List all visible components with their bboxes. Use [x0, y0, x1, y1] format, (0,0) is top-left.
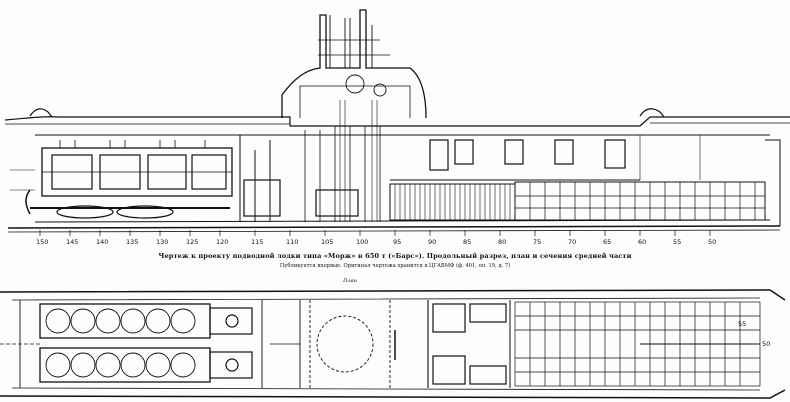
frame-scale — [39, 230, 711, 236]
frame-number: 135 — [126, 238, 138, 246]
plan-view — [0, 289, 786, 399]
frame-number: 50 — [708, 238, 716, 246]
frame-number: 110 — [286, 238, 298, 246]
frame-number: 120 — [216, 238, 228, 246]
frame-number: 150 — [36, 238, 48, 246]
plan-frame-labels: 55 50 — [738, 320, 770, 348]
frame-number: 70 — [568, 238, 576, 246]
frame-number: 75 — [533, 238, 541, 246]
frame-number: 50 — [762, 340, 770, 348]
frame-number-labels: 150 145 140 135 130 125 120 115 110 105 … — [36, 238, 716, 246]
drawing-caption: Чертеж к проекту подводной лодки типа «М… — [158, 252, 632, 260]
frame-number: 145 — [66, 238, 78, 246]
frame-number: 140 — [96, 238, 108, 246]
frame-number: 85 — [463, 238, 471, 246]
frame-number: 90 — [428, 238, 436, 246]
frame-number: 65 — [603, 238, 611, 246]
longitudinal-section — [4, 9, 790, 233]
frame-number: 80 — [498, 238, 506, 246]
frame-number: 105 — [321, 238, 333, 246]
frame-number: 55 — [738, 320, 746, 328]
frame-number: 130 — [156, 238, 168, 246]
frame-number: 95 — [393, 238, 401, 246]
frame-number: 55 — [673, 238, 681, 246]
drawing-source-note: Публикуется впервые. Оригинал чертежа хр… — [279, 263, 511, 269]
frame-number: 100 — [356, 238, 368, 246]
frame-number: 115 — [251, 238, 263, 246]
frame-number: 125 — [186, 238, 198, 246]
plan-label: План — [343, 278, 357, 284]
frame-number: 60 — [638, 238, 646, 246]
